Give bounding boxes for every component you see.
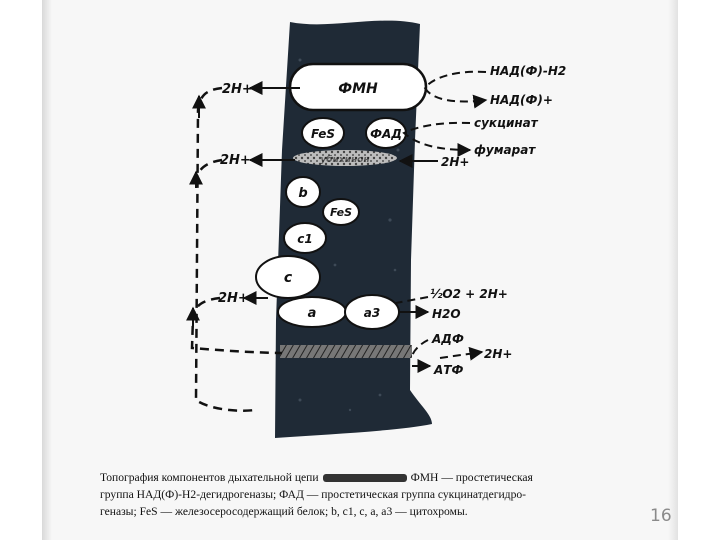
proton-loop-2	[194, 158, 223, 181]
oxygen-label: ½O2 + 2H+	[430, 287, 508, 301]
scan-edge-right	[668, 0, 678, 540]
proton-label-1: 2H+	[222, 82, 253, 97]
nadph-h2-label: НАД(Ф)-H2	[490, 64, 566, 78]
proton-loop-3	[190, 296, 283, 355]
atp-out-arrow	[439, 346, 484, 361]
caption-line-1-end: ФМН — простетическая	[410, 471, 533, 484]
figure-caption: Топография компонентов дыхательной цепи Ф…	[100, 469, 666, 520]
proton-label-2: 2H+	[220, 153, 251, 168]
caption-line-1: Топография компонентов дыхательной цепи Ф…	[100, 469, 666, 486]
cytochrome-c1-label: c1	[297, 232, 312, 246]
adp-arrow	[411, 339, 429, 357]
caption-smudge	[322, 474, 407, 483]
scan-edge-left	[42, 0, 52, 540]
fes-mid-complex	[322, 198, 360, 226]
slide-number: 16	[650, 506, 672, 526]
atp-label: АТФ	[433, 363, 463, 377]
fes-top-label: FeS	[311, 127, 335, 141]
cytochrome-a3	[344, 294, 400, 330]
succinate-arrow	[402, 121, 472, 157]
caption-line-1-start: Топография компонентов дыхательной цепи	[100, 471, 319, 484]
nadp-label: НАД(Ф)+	[490, 93, 553, 107]
proton-label-3: 2H+	[218, 291, 249, 306]
fes-top-complex	[301, 117, 345, 149]
cytochrome-c-label: c	[284, 270, 293, 286]
ubiquinone-label: убихинон	[320, 154, 369, 165]
caption-line-3: геназы; FeS — железосеросодержащий белок…	[100, 505, 468, 518]
cytochrome-a3-label: a3	[364, 306, 380, 320]
succinate-label: сукцинат	[474, 116, 539, 130]
proton-loop-1	[194, 86, 256, 412]
ubiquinone-band	[293, 150, 397, 166]
atp-synthase-strip	[280, 345, 412, 358]
fad-label: ФАД	[370, 127, 402, 141]
proton-label-4: 2H+	[484, 347, 512, 361]
proton-label-2-in: 2H+	[441, 155, 469, 169]
fmn-label: ФМН	[338, 81, 378, 97]
nadph-arrow	[423, 70, 488, 109]
cytochrome-b-label: b	[298, 186, 307, 201]
adp-label: АДФ	[431, 332, 464, 346]
caption-line-2: группа НАД(Ф)-H2-дегидрогеназы; ФАД — пр…	[100, 488, 527, 501]
membrane-texture	[298, 58, 400, 412]
water-label: H2O	[432, 307, 461, 321]
cytochrome-c	[255, 255, 321, 299]
cytochrome-b	[285, 176, 321, 208]
fumarate-label: фумарат	[474, 143, 536, 157]
cytochrome-a-label: a	[308, 306, 317, 321]
fes-mid-label: FeS	[330, 206, 352, 219]
cytochrome-c1	[283, 222, 327, 254]
oxygen-arrow	[395, 296, 429, 304]
